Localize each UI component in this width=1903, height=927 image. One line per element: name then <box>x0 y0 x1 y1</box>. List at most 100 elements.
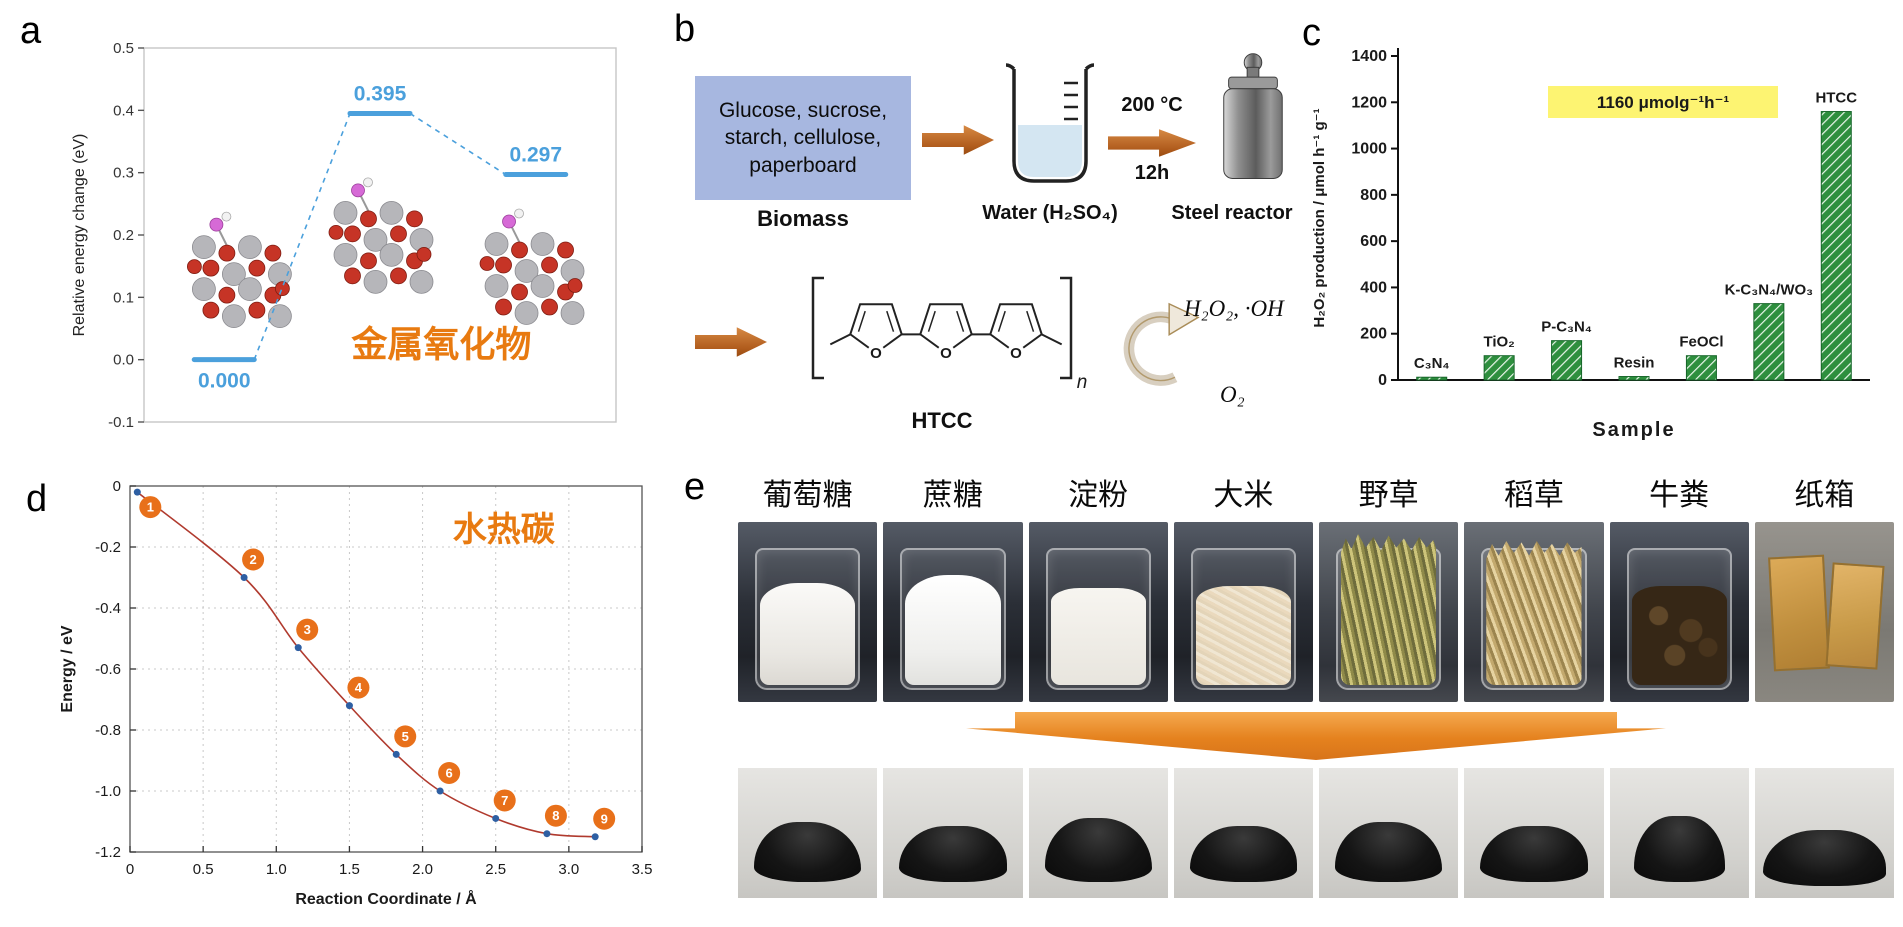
production-rate-annotation: 1160 μmolg⁻¹h⁻¹ <box>1597 93 1730 112</box>
data-point <box>294 644 302 652</box>
tick-label: 0.4 <box>113 102 134 119</box>
beaker-graduations <box>1064 81 1078 121</box>
char-photo-rice <box>1173 768 1313 898</box>
char-photo-cowdung <box>1609 768 1749 898</box>
duration-label: 12h <box>1134 162 1170 184</box>
arrow-right-icon <box>922 125 994 155</box>
cycle-arrow-icon <box>1123 302 1200 386</box>
bar-category-label: K-C₃N₄/WO₃ <box>1725 282 1814 299</box>
tick-label: 1400 <box>1351 48 1387 65</box>
photo-cowdung-beaker <box>1609 522 1749 702</box>
tick-label: -1.0 <box>95 783 121 800</box>
repeat-unit-subscript: n <box>1077 372 1088 393</box>
photo-weeds-beaker <box>1319 522 1459 702</box>
tick-label: 1.5 <box>339 861 360 878</box>
photo-starch-beaker <box>1028 522 1168 702</box>
sample-label-starch: 淀粉 <box>1068 479 1129 512</box>
water-caption: Water (H₂SO₄) <box>982 202 1118 224</box>
char-photo-weeds <box>1319 768 1459 898</box>
bar-category-label: C₃N₄ <box>1414 355 1450 372</box>
point-number: 8 <box>552 808 559 823</box>
panel-c-label: c <box>1302 12 1321 54</box>
point-number: 9 <box>601 811 608 826</box>
htcc-caption: HTCC <box>911 408 973 433</box>
molecule-cluster <box>479 208 585 325</box>
bar-category-label: FeOCl <box>1679 334 1723 351</box>
bar-0 <box>1416 376 1448 381</box>
data-point <box>543 830 551 838</box>
sample-labels-row: 葡萄糖 蔗糖 淀粉 大米 野草 稻草 牛粪 纸箱 <box>738 470 1894 514</box>
char-photo-cardboard <box>1754 768 1894 898</box>
panel-a-label: a <box>20 10 42 52</box>
data-point <box>240 574 248 581</box>
point-number-badge <box>296 618 319 641</box>
bar-5 <box>1753 303 1785 381</box>
photo-glucose-beaker <box>738 522 878 702</box>
sample-photo-strip: 葡萄糖 蔗糖 淀粉 大米 野草 稻草 牛粪 纸箱 <box>738 470 1894 898</box>
tick-label: 2.0 <box>412 861 433 878</box>
tick-label: 600 <box>1360 233 1387 250</box>
panel-e-label: e <box>684 466 706 508</box>
y-axis-label: Energy / eV <box>59 625 76 712</box>
bar-4 <box>1685 355 1717 381</box>
char-photo-starch <box>1028 768 1168 898</box>
oxygen-label: O₂ <box>1220 382 1245 407</box>
hydrochar-photos <box>738 768 1894 898</box>
biomass-list-text: Glucose, sucrose, starch, cellulose, pap… <box>718 99 888 177</box>
tick-label: 3.5 <box>632 861 653 878</box>
arrow-right-icon <box>1108 129 1196 157</box>
point-number: 4 <box>355 680 363 695</box>
reactor-caption: Steel reactor <box>1171 202 1293 224</box>
tick-label: 0.0 <box>113 352 134 369</box>
beaker-liquid <box>1018 125 1082 177</box>
metal-oxide-annotation: 金属氧化物 <box>350 324 531 365</box>
tick-label: 0.1 <box>113 289 134 306</box>
y-axis-label: H₂O₂ production / μmol h⁻¹ g⁻¹ <box>1311 108 1328 327</box>
tick-label: 200 <box>1360 326 1387 343</box>
sample-label-weeds: 野草 <box>1358 479 1419 512</box>
hydrochar-annotation: 水热碳 <box>453 511 556 549</box>
tick-label: -0.8 <box>95 722 121 739</box>
tick-label: -0.6 <box>95 661 121 678</box>
tick-label: -0.4 <box>95 600 121 617</box>
photo-cardboard-pieces <box>1754 522 1894 702</box>
data-point <box>345 702 353 710</box>
point-number: 5 <box>402 729 409 744</box>
photo-straw-beaker <box>1464 522 1604 702</box>
point-number: 1 <box>147 500 154 515</box>
tick-label: 2.5 <box>485 861 506 878</box>
photo-sucrose-beaker <box>883 522 1023 702</box>
tick-label: 1000 <box>1351 141 1387 158</box>
tick-label: 0.3 <box>113 165 134 182</box>
raw-sample-photos <box>738 522 1894 702</box>
biomass-list-box: Glucose, sucrose, starch, cellulose, pap… <box>695 76 911 200</box>
sample-label-cowdung: 牛粪 <box>1649 479 1710 512</box>
tick-label: -1.2 <box>95 844 121 861</box>
point-number-badge <box>593 807 616 830</box>
oxidant-species-label: H₂O₂, ·OH <box>1184 296 1284 321</box>
tick-label: 1.0 <box>266 861 287 878</box>
molecule-cluster <box>328 177 434 294</box>
char-photo-sucrose <box>883 768 1023 898</box>
point-number: 2 <box>249 552 256 567</box>
down-arrow-icon <box>966 712 1666 760</box>
char-photo-straw <box>1464 768 1604 898</box>
bar-category-label: TiO₂ <box>1483 334 1514 351</box>
point-number-badge <box>394 725 417 748</box>
data-point <box>392 750 400 758</box>
sample-label-sucrose: 蔗糖 <box>922 479 983 512</box>
sample-label-straw: 稻草 <box>1503 479 1564 512</box>
point-number-badge <box>438 762 461 784</box>
point-number-badge <box>242 548 265 571</box>
ring-oxygen-label: O <box>1010 345 1022 362</box>
panel-b-label: b <box>674 8 696 50</box>
bar-2 <box>1551 340 1583 381</box>
photo-rice-beaker <box>1173 522 1313 702</box>
temperature-label: 200 °C <box>1121 94 1183 116</box>
